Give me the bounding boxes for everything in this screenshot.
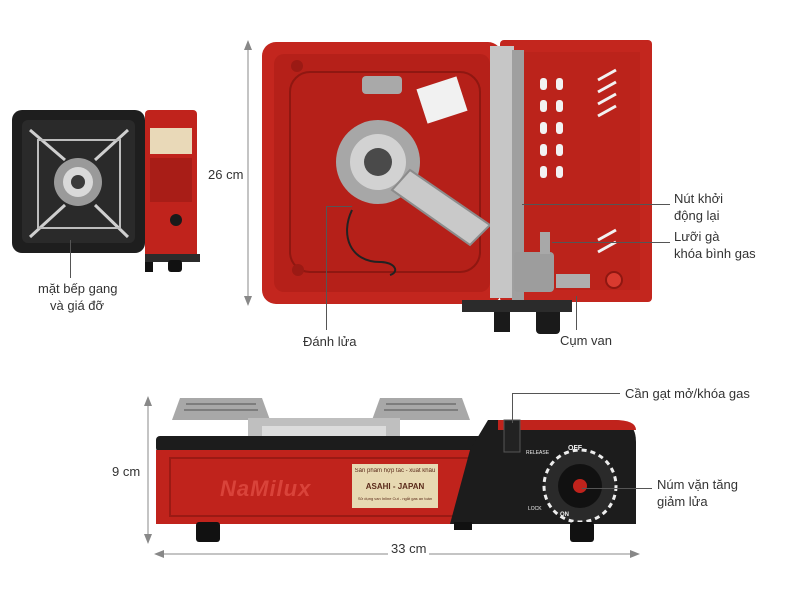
reset-label-2: động lại bbox=[674, 208, 720, 223]
knob-label-2: giảm lửa bbox=[657, 494, 708, 509]
reset-label-1: Nút khởi bbox=[674, 191, 723, 206]
ignition-pointer-h bbox=[326, 206, 352, 207]
badge-line-3: Sử dụng van Inline Cut - ngắt gas an toà… bbox=[357, 496, 433, 501]
knob-pointer bbox=[582, 488, 652, 489]
latch-pointer bbox=[552, 242, 670, 243]
valve-label: Cụm van bbox=[560, 333, 613, 348]
latch-label-2: khóa bình gas bbox=[674, 246, 756, 261]
gas-lever-pointer-v bbox=[512, 393, 513, 423]
badge-line-2: ASAHI - JAPAN bbox=[365, 482, 425, 491]
gas-lever-label: Cần gạt mở/khóa gas bbox=[625, 386, 750, 401]
height-top-label: 26 cm bbox=[208, 166, 244, 183]
brand-logo: NaMilux bbox=[220, 476, 312, 501]
dial-lock-text: LOCK bbox=[528, 506, 542, 512]
gas-lever-pointer bbox=[512, 393, 620, 394]
dial-off-text: OFF bbox=[568, 445, 582, 452]
latch-label-1: Lưỡi gà bbox=[674, 229, 720, 244]
knob-label-1: Núm vặn tăng bbox=[657, 477, 738, 492]
dial-release-text: RELEASE bbox=[526, 450, 550, 456]
ignition-pointer bbox=[326, 206, 327, 330]
reset-pointer bbox=[522, 204, 670, 205]
side-height-label: 9 cm bbox=[112, 463, 141, 480]
badge-line-1: Sản phẩm hợp tác - xuất khẩu bbox=[354, 468, 436, 474]
valve-pointer bbox=[576, 296, 577, 330]
cooktop-pointer bbox=[70, 240, 71, 278]
cooktop-label-2: và giá đỡ bbox=[50, 298, 105, 313]
ignition-label: Đánh lửa bbox=[303, 334, 357, 349]
dial-on-text: ON bbox=[560, 512, 569, 518]
cooktop-label-1: mặt bếp gang bbox=[38, 281, 118, 296]
width-label: 33 cm bbox=[388, 540, 430, 557]
